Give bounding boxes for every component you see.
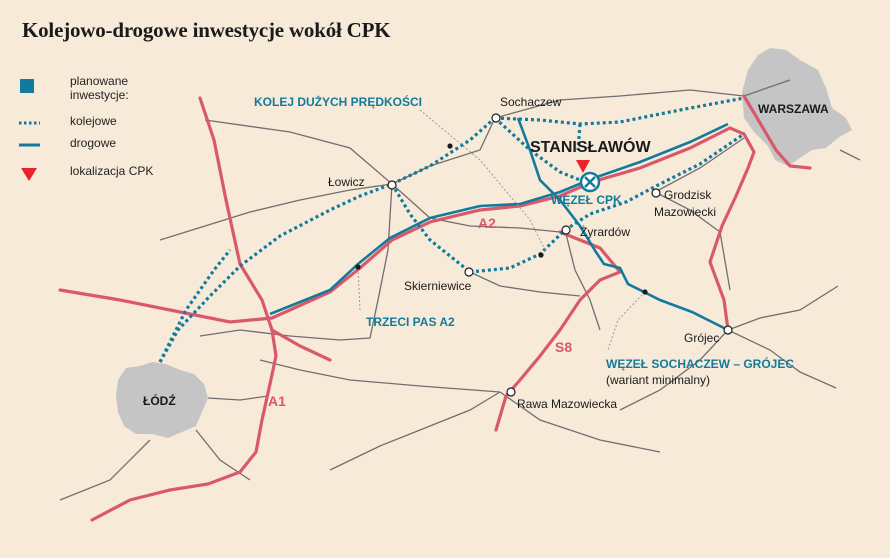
town-markers xyxy=(387,113,733,397)
lodz-area xyxy=(116,362,208,438)
label-wariant: (wariant minimalny) xyxy=(606,373,710,387)
legend-rail-label: kolejowe xyxy=(70,114,117,128)
label-grodzisk-2: Mazowiecki xyxy=(654,205,716,219)
road-investments xyxy=(269,117,729,332)
legend-investments: planowane inwestycje: xyxy=(18,72,188,112)
label-rawa: Rawa Mazowiecka xyxy=(517,397,617,411)
legend-investments-label: planowane inwestycje: xyxy=(70,74,129,102)
label-wezel-sg: WĘZEŁ SOCHACZEW – GRÓJEC xyxy=(606,356,794,371)
legend-road-label: drogowe xyxy=(70,136,117,150)
red-triangle-icon xyxy=(21,168,37,181)
label-wezel-cpk: WĘZEŁ CPK xyxy=(551,193,622,207)
label-zyrardow: Żyrardów xyxy=(580,225,630,239)
main-roads xyxy=(58,94,812,522)
label-trzeci-pas: TRZECI PAS A2 xyxy=(366,315,455,329)
label-grojec: Grójec xyxy=(684,331,719,345)
page-title: Kolejowo-drogowe inwestycje wokół CPK xyxy=(22,18,391,42)
label-stanislawow: STANISŁAWÓW xyxy=(530,137,651,156)
legend-cpk: lokalizacja CPK xyxy=(18,162,188,184)
blue-square-icon xyxy=(20,79,34,93)
label-kdp: KOLEJ DUŻYCH PRĘDKOŚCI xyxy=(254,94,422,109)
minor-roads xyxy=(59,79,861,501)
rail-investments xyxy=(158,96,745,363)
legend-cpk-label: lokalizacja CPK xyxy=(70,164,154,178)
label-lowicz: Łowicz xyxy=(328,175,365,189)
legend-rail: kolejowe xyxy=(18,112,188,134)
junction-dots xyxy=(355,143,648,295)
label-skierniewice: Skierniewice xyxy=(404,279,472,293)
label-warszawa: WARSZAWA xyxy=(758,102,829,116)
solid-line-icon xyxy=(19,143,40,147)
label-a2: A2 xyxy=(478,215,496,231)
cpk-node xyxy=(579,171,601,193)
label-grodzisk-1: Grodzisk xyxy=(664,188,712,202)
label-lodz: ŁÓDŹ xyxy=(143,393,176,408)
leader-lines xyxy=(357,109,646,351)
label-a1: A1 xyxy=(268,393,286,409)
legend: planowane inwestycje: kolejowe drogowe l… xyxy=(18,72,188,184)
cpk-marker-icon xyxy=(576,160,590,173)
label-sochaczew: Sochaczew xyxy=(500,95,562,109)
label-s8: S8 xyxy=(555,339,572,355)
legend-road: drogowe xyxy=(18,134,188,156)
